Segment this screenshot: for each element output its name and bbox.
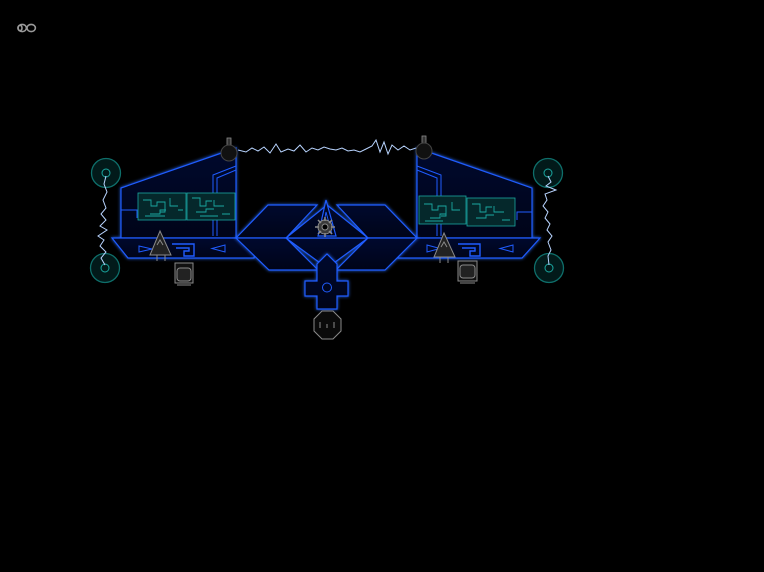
left-circuit-panel	[137, 192, 236, 221]
infinity-icon	[17, 23, 37, 33]
octagon-pod	[313, 310, 342, 340]
cross-module	[304, 253, 349, 310]
pylon-top-left	[90, 157, 122, 189]
pylon-top-right	[532, 157, 564, 189]
right-engine	[457, 243, 481, 284]
pylon-bottom-right	[533, 252, 565, 284]
left-engine	[172, 243, 195, 286]
pylon-bottom-left	[89, 252, 121, 284]
right-turret	[433, 231, 456, 263]
right-antenna	[415, 135, 433, 160]
left-turret	[149, 229, 172, 261]
lightning-arc-right	[542, 175, 558, 266]
right-circuit-panel	[418, 195, 516, 227]
lightning-arc-top	[237, 138, 423, 156]
left-antenna	[220, 137, 238, 162]
gear-icon	[315, 217, 335, 237]
lightning-arc-left	[97, 175, 108, 266]
